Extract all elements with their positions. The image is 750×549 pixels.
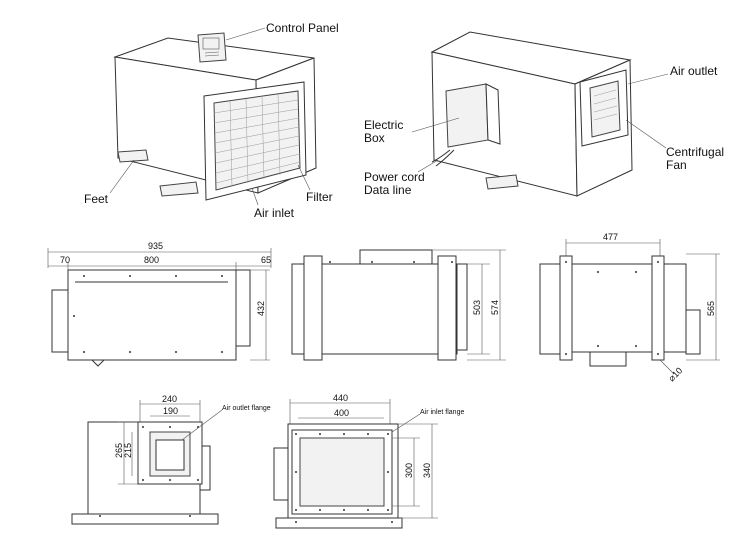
dim-inlet-outer-height: 340 xyxy=(422,463,432,478)
label-box: Box xyxy=(364,131,385,145)
iso-view-rear: Electric Box Power cord Data line Air ou… xyxy=(364,31,724,197)
centrifugal-fan xyxy=(579,69,629,147)
side-orthographic-view: 503 574 xyxy=(291,249,506,361)
dim-outlet-outer-width: 240 xyxy=(162,394,177,404)
inlet-bolts xyxy=(295,433,393,523)
outlet-flange-view: 240 190 265 215 Air outlet flange xyxy=(71,394,271,525)
label-centrifugal: Centrifugal xyxy=(666,145,724,159)
label-control-panel: Control Panel xyxy=(266,21,339,35)
side-bolts xyxy=(329,261,453,263)
dim-inlet-inner-height: 300 xyxy=(404,463,414,478)
dim-inner-width: 800 xyxy=(144,255,159,265)
label-filter: Filter xyxy=(306,190,333,204)
dim-inlet-inner-width: 400 xyxy=(334,408,349,418)
dim-height: 432 xyxy=(256,301,266,316)
dim-hole-diameter: ⌀10 xyxy=(666,365,684,383)
dim-rear-height: 565 xyxy=(706,301,716,316)
label-air-outlet: Air outlet xyxy=(670,64,718,78)
dim-right-offset: 65 xyxy=(261,255,271,265)
label-data-line: Data line xyxy=(364,183,412,197)
label-feet: Feet xyxy=(84,192,109,206)
dim-outlet-inner-width: 190 xyxy=(163,406,178,416)
dim-outlet-inner-height: 215 xyxy=(123,443,133,458)
inlet-flange-view: 440 400 300 340 Air inlet flange xyxy=(273,393,464,529)
dim-overall-width: 935 xyxy=(148,241,163,251)
control-panel xyxy=(197,32,227,63)
dim-side-inner-height: 503 xyxy=(472,300,482,315)
label-air-outlet-flange: Air outlet flange xyxy=(222,405,271,412)
outlet-bolts xyxy=(99,426,199,517)
label-air-inlet-flange: Air inlet flange xyxy=(420,409,464,416)
front-bolts xyxy=(73,275,223,353)
label-air-inlet: Air inlet xyxy=(254,206,295,220)
front-orthographic-view: 935 70 800 65 432 xyxy=(47,241,272,367)
filter-grid xyxy=(213,93,301,188)
dim-left-offset: 70 xyxy=(60,255,70,265)
dim-inlet-outer-width: 440 xyxy=(333,393,348,403)
rear-orthographic-view: 477 565 ⌀10 xyxy=(539,232,720,383)
iso-view-front: Control Panel Feet Air inlet Filter xyxy=(84,21,339,220)
label-electric: Electric xyxy=(364,118,403,132)
dim-rear-width: 477 xyxy=(603,232,618,242)
label-fan: Fan xyxy=(666,158,687,172)
dim-outlet-outer-height: 265 xyxy=(114,443,124,458)
dim-side-overall-height: 574 xyxy=(490,300,500,315)
electric-box xyxy=(445,83,501,148)
rear-bolts xyxy=(565,261,659,355)
label-power-cord: Power cord xyxy=(364,170,425,184)
